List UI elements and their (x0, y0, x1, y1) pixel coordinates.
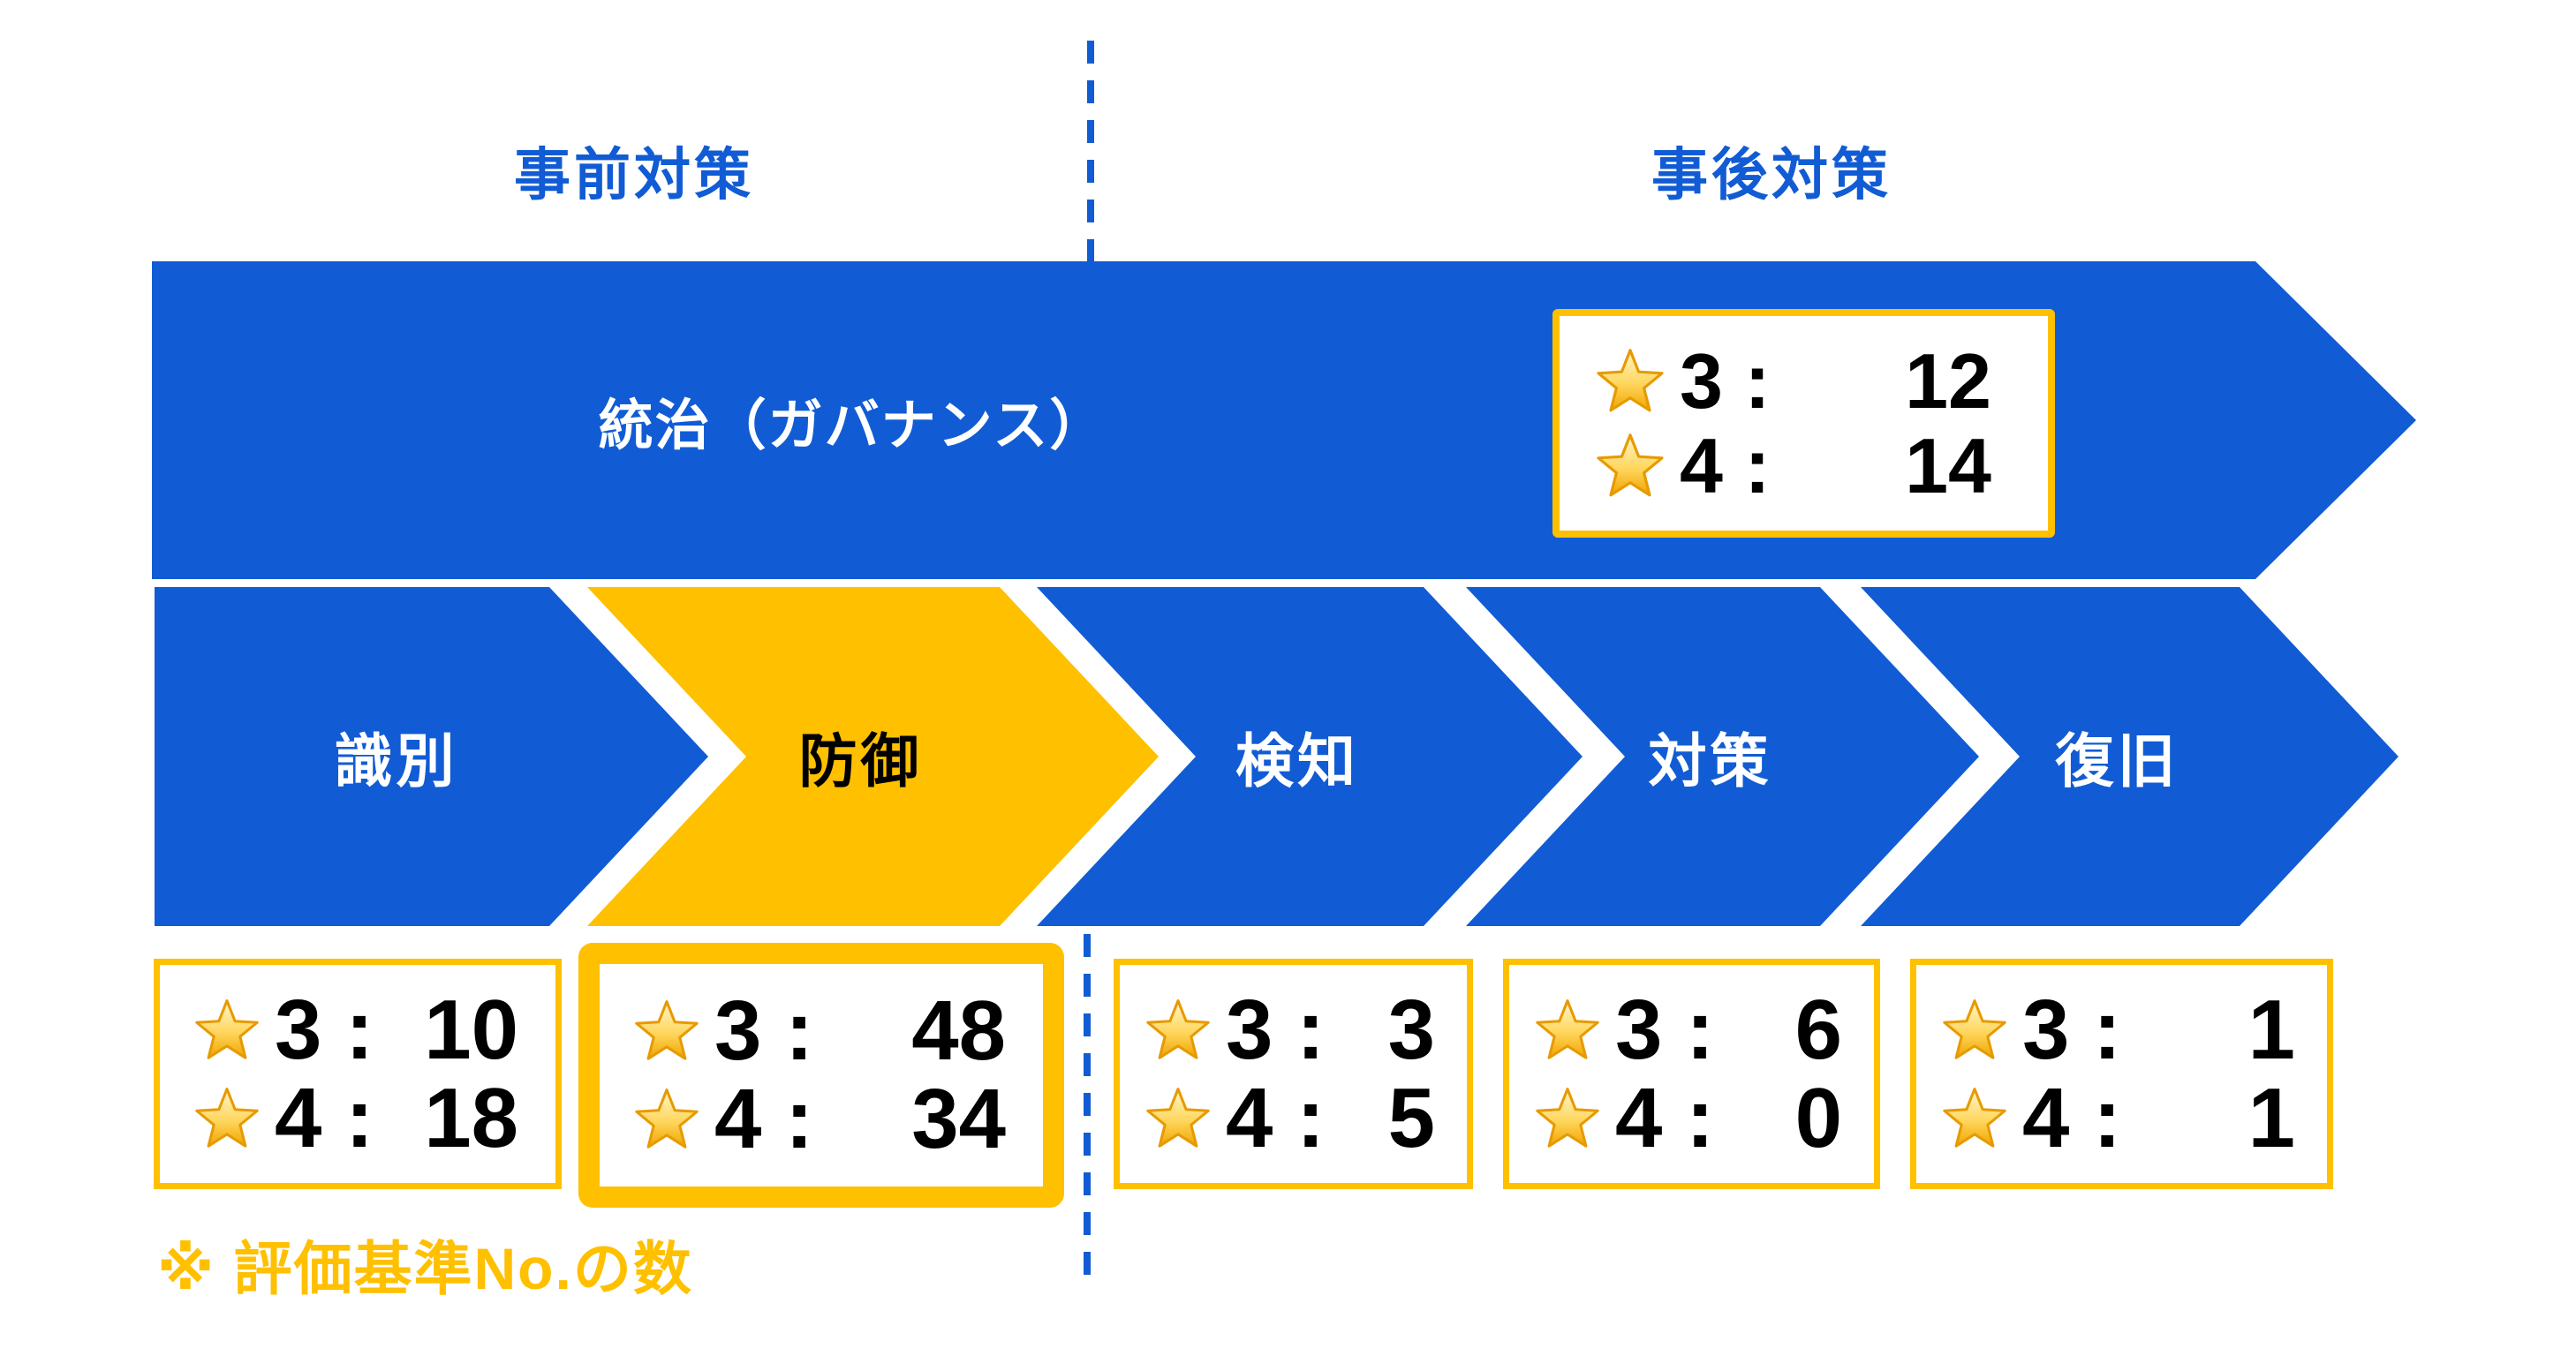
star-level-label: 4 : (1615, 1070, 1715, 1165)
star-count-value: 10 (424, 982, 518, 1077)
star-count-value: 1 (2247, 982, 2295, 1077)
star-level-label: 4 : (1226, 1070, 1326, 1165)
star-count-value: 0 (1794, 1070, 1842, 1165)
star-count-value: 12 (1905, 336, 1991, 425)
governance-arrow: 統治（ガバナンス） (152, 261, 2416, 579)
star-icon (1534, 1085, 1601, 1152)
star-icon (1941, 1085, 2008, 1152)
star-count-value: 3 (1387, 982, 1435, 1077)
governance-stat-box: 3 : 12 4 : 14 (1552, 309, 2055, 538)
star-icon (1144, 1085, 1212, 1152)
identify-stat-box: 3 : 10 4 : 18 (154, 959, 562, 1189)
footnote-evaluation-criteria-count: ※ 評価基準No.の数 (157, 1236, 693, 1301)
recover-stat-box: 3 : 1 4 : 1 (1910, 959, 2333, 1189)
star-level-label: 4 : (2022, 1070, 2122, 1165)
stat-row: 4 : 18 (160, 1074, 555, 1163)
star-count-value: 1 (2247, 1070, 2295, 1165)
stat-row: 4 : 5 (1120, 1074, 1467, 1163)
star-icon (633, 998, 700, 1065)
pre-incident-title: 事前対策 (514, 143, 754, 207)
phase-label: 検知 (1235, 728, 1359, 794)
divider-dashed-bottom (1084, 934, 1091, 1284)
protect-stat-box-highlighted: 3 : 48 4 : 34 (578, 943, 1064, 1208)
stat-row: 3 : 3 (1120, 982, 1467, 1077)
phase-label: 復旧 (2055, 728, 2179, 794)
star-icon (1941, 997, 2008, 1064)
star-count-value: 18 (424, 1070, 518, 1165)
star-level-label: 3 : (1680, 336, 1771, 425)
star-icon (1144, 997, 1212, 1064)
stat-row: 4 : 14 (1560, 421, 2048, 509)
phase-label: 防御 (798, 728, 923, 794)
star-level-label: 3 : (714, 983, 814, 1078)
star-count-value: 5 (1387, 1070, 1435, 1165)
phase-label: 識別 (334, 728, 458, 794)
detect-stat-box: 3 : 3 4 : 5 (1114, 959, 1473, 1189)
star-level-label: 3 : (275, 982, 374, 1077)
star-count-value: 6 (1794, 982, 1842, 1077)
divider-dashed-top (1087, 41, 1094, 261)
star-icon (193, 997, 261, 1064)
stat-row: 4 : 34 (600, 1075, 1043, 1164)
stat-row: 3 : 12 (1560, 336, 2048, 425)
star-count-value: 34 (911, 1072, 1006, 1166)
star-count-value: 48 (911, 983, 1006, 1078)
star-level-label: 3 : (2022, 982, 2122, 1077)
star-icon (1534, 997, 1601, 1064)
governance-label: 統治（ガバナンス） (598, 396, 1107, 456)
star-level-label: 4 : (714, 1072, 814, 1166)
stat-row: 3 : 1 (1916, 982, 2327, 1077)
star-icon (1595, 346, 1666, 417)
star-level-label: 4 : (275, 1070, 374, 1165)
post-incident-title: 事後対策 (1651, 143, 1892, 207)
stat-row: 4 : 1 (1916, 1074, 2327, 1163)
star-icon (1595, 431, 1666, 501)
stat-row: 4 : 0 (1509, 1074, 1874, 1163)
star-level-label: 3 : (1615, 982, 1715, 1077)
stat-row: 3 : 10 (160, 982, 555, 1077)
stat-row: 3 : 6 (1509, 982, 1874, 1077)
star-level-label: 4 : (1680, 421, 1771, 509)
stat-row: 3 : 48 (600, 987, 1043, 1075)
star-count-value: 14 (1905, 421, 1991, 509)
star-level-label: 3 : (1226, 982, 1326, 1077)
phase-chevron-identify: 識別 (155, 587, 708, 926)
phase-label: 対策 (1648, 728, 1772, 794)
respond-stat-box: 3 : 6 4 : 0 (1503, 959, 1880, 1189)
star-icon (633, 1086, 700, 1153)
star-icon (193, 1085, 261, 1152)
